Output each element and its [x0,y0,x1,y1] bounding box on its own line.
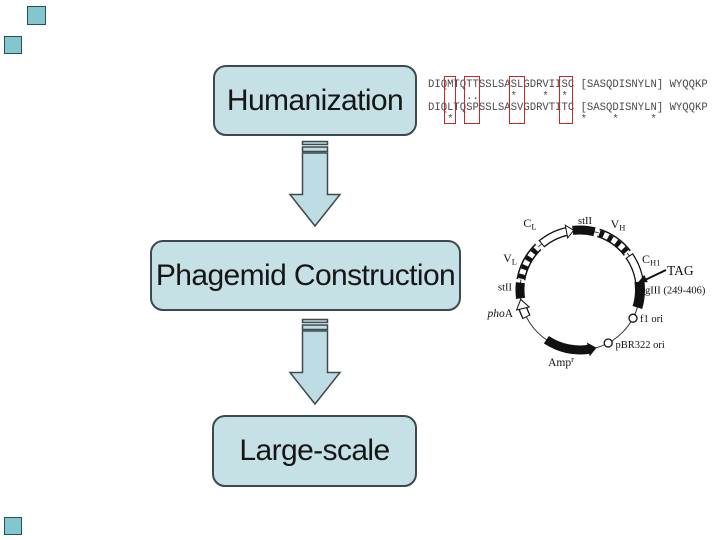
arrow-body [288,152,342,228]
phagemid-map-figure: CL stII VH CH1 TAG gIII (249-406) f1 ori… [486,216,706,369]
plasmid-label-stii-left: stII [498,283,513,294]
flow-box-humanization: Humanization [213,65,417,136]
plasmid-phoa-arrowhead [515,298,531,311]
alignment-match-marks-2: * * * * [428,114,657,126]
plasmid-segment-vh [598,230,630,255]
plasmid-label-pbr322-ori: pBR322 ori [616,340,665,351]
plasmid-label-giii: gIII (249-406) [645,286,706,297]
plasmid-segment-amp [543,335,592,355]
decor-square-bottom [4,517,22,535]
plasmid-label-phoa: phoA [486,308,513,320]
plasmid-segment-giii [632,280,645,309]
plasmid-segment-vl [518,245,540,280]
plasmid-label-vl: VL [503,251,517,267]
plasmid-label-vh: VH [611,217,626,233]
arrow-stripe [301,324,329,331]
alignment-highlight-box-3 [509,76,525,124]
arrow-stripe [301,318,329,324]
plasmid-segment-stii-top [572,225,596,237]
arrow-stripe [301,146,329,153]
plasmid-cl-arrowhead [564,224,575,240]
alignment-highlight-box-1 [444,76,456,124]
alignment-highlight-box-2 [464,76,480,124]
decor-square-top-2 [4,36,22,54]
plasmid-segment-cl [540,228,569,246]
plasmid-label-amp: Ampr [548,354,574,369]
plasmid-label-stii-top: stII [578,216,593,227]
flow-box-phagemid-construction: Phagemid Construction [150,240,461,311]
plasmid-segment-stii-left [515,282,526,300]
plasmid-amp-arrowhead [586,342,597,357]
plasmid-label-ch1: CH1 [642,252,660,268]
plasmid-label-f1-ori: f1 ori [640,314,663,325]
arrow-body [288,330,342,406]
decor-square-top-1 [27,6,46,25]
plasmid-label-tag: TAG [667,263,694,278]
striped-down-arrow-1 [288,140,342,228]
alignment-match-marks-1: .. * * * [428,91,568,103]
tag-pointer-arrowhead [638,274,648,283]
striped-down-arrow-2 [288,318,342,406]
tag-pointer-line [644,269,667,281]
flow-box-large-scale: Large-scale [212,415,417,487]
alignment-highlight-box-4 [559,76,573,124]
plasmid-f1-ori-marker [628,313,638,323]
arrow-stripe [301,140,329,146]
plasmid-pbr322-ori-marker [603,338,613,348]
plasmid-label-cl: CL [523,216,536,232]
